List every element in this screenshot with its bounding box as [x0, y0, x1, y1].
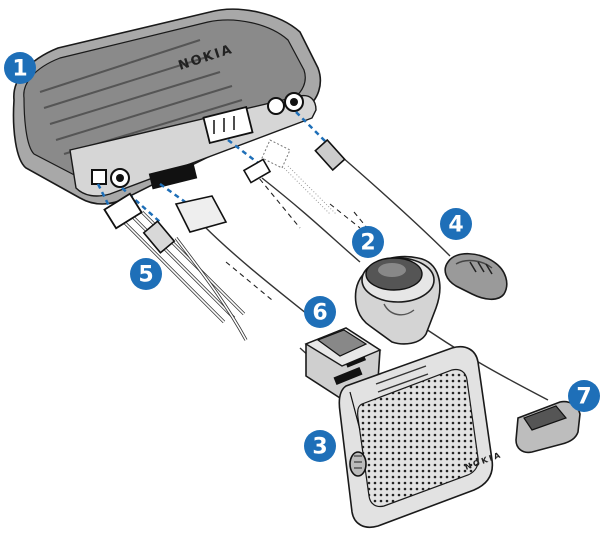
system-guide [225, 261, 273, 301]
module-port [333, 367, 363, 385]
badge-7: 7 [568, 380, 600, 412]
control-unit [354, 255, 441, 345]
speaker: NOKIA [338, 346, 503, 528]
number-badges: 1 2 3 4 5 6 7 [4, 52, 600, 462]
svg-text:1: 1 [12, 57, 27, 82]
audio-socket-1 [267, 97, 285, 115]
badge-3: 3 [304, 430, 336, 462]
audio-link [295, 111, 331, 147]
speaker-lead [174, 237, 248, 341]
badge-1: 1 [4, 52, 36, 84]
svg-text:5: 5 [138, 263, 153, 288]
handsfree-unit: NOKIA [12, 8, 322, 205]
microphone [444, 252, 508, 301]
microphone-body [444, 252, 508, 301]
handsfree-unit-front-panel [69, 94, 317, 197]
audio-plug [314, 138, 346, 172]
svg-text:2: 2 [360, 231, 375, 256]
svg-text:6: 6 [312, 301, 327, 326]
power-connector [103, 192, 143, 230]
remote-button [515, 400, 581, 454]
mic-guide-2 [329, 203, 361, 229]
power-port [91, 169, 107, 185]
system-plug [174, 195, 228, 233]
svg-text:4: 4 [448, 213, 463, 238]
rj-link [227, 139, 263, 167]
rj-guide [253, 171, 301, 229]
rj-cable [261, 177, 361, 263]
system-connector-port [148, 162, 198, 190]
badge-2: 2 [352, 226, 384, 258]
mic-cable [333, 149, 451, 257]
badge-6: 6 [304, 296, 336, 328]
connectors [103, 138, 346, 254]
speaker-grille [357, 368, 479, 508]
antenna-plug [142, 220, 176, 254]
control-cable [409, 317, 549, 401]
handsfree-unit-top [23, 19, 306, 186]
rj-plug [242, 158, 272, 184]
speaker-mount-knob [349, 451, 367, 477]
svg-text:3: 3 [312, 435, 327, 460]
svg-text:7: 7 [576, 385, 591, 410]
badge-5: 5 [130, 258, 162, 290]
rj-port [202, 105, 254, 145]
system-link [159, 182, 189, 206]
badge-4: 4 [440, 208, 472, 240]
